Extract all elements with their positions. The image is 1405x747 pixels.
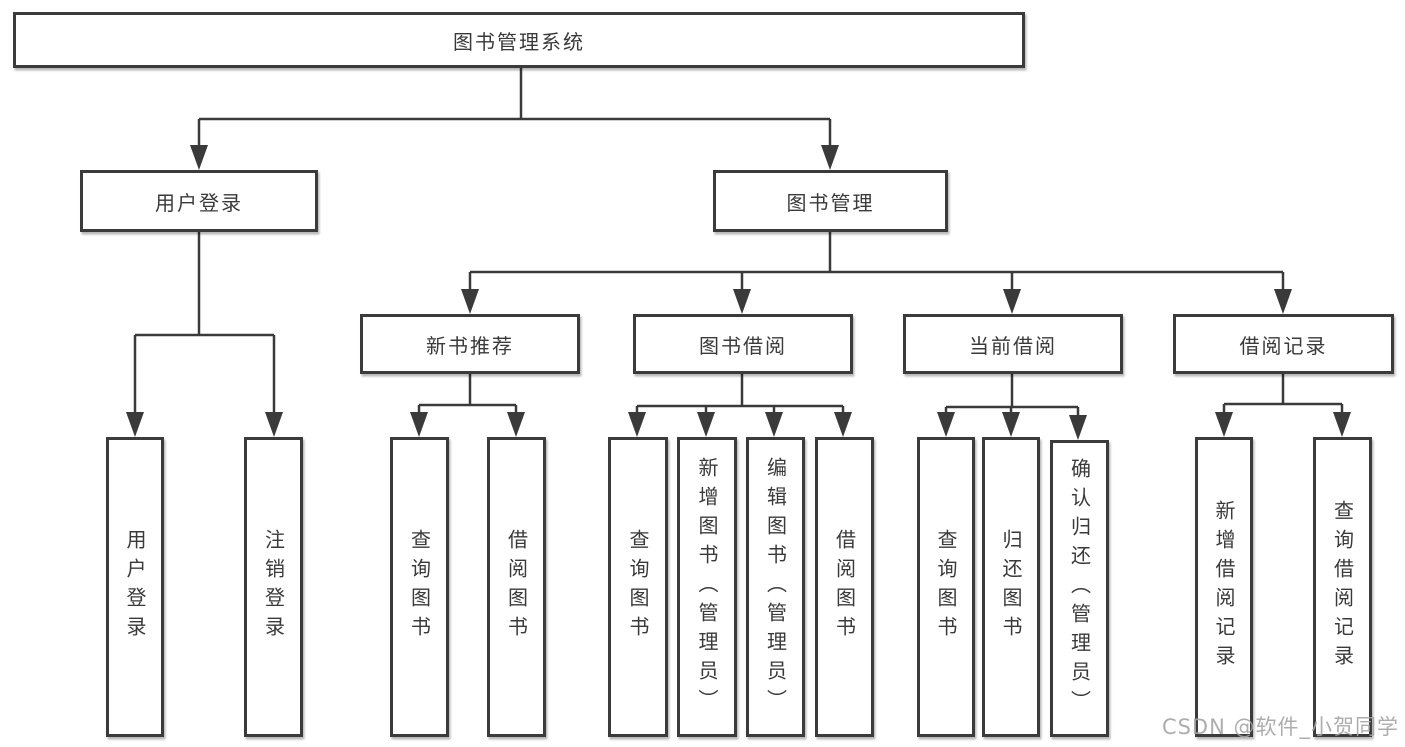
node-label: 注销登录 xyxy=(261,529,286,645)
node-label: 图书管理 xyxy=(786,190,875,215)
node-label: 借阅记录 xyxy=(1239,333,1328,358)
node-label: 借阅图书 xyxy=(504,529,529,645)
node-label: 图书借阅 xyxy=(699,333,787,358)
node-label: 新书推荐 xyxy=(426,333,514,358)
node-user-login: 用户登录 xyxy=(80,170,318,232)
leaf-edit-books-admin: 编辑图书（管理员） xyxy=(746,437,805,737)
leaf-borrow-books-1: 借阅图书 xyxy=(487,437,546,737)
node-label: 确认归还（管理员） xyxy=(1067,458,1092,719)
node-label: 查询图书 xyxy=(626,529,650,645)
leaf-query-books-1: 查询图书 xyxy=(390,437,449,737)
node-book-borrowing: 图书借阅 xyxy=(633,314,853,374)
leaf-add-borrow-record: 新增借阅记录 xyxy=(1195,437,1253,737)
leaf-user-login: 用户登录 xyxy=(106,437,164,737)
node-label: 编辑图书（管理员） xyxy=(763,456,788,718)
node-book-management: 图书管理 xyxy=(713,170,948,232)
leaf-query-books-2: 查询图书 xyxy=(608,437,668,737)
leaf-confirm-return-admin: 确认归还（管理员） xyxy=(1050,440,1109,737)
node-label: 用户登录 xyxy=(123,529,147,645)
node-label: 查询图书 xyxy=(934,529,958,645)
node-borrowing-records: 借阅记录 xyxy=(1173,314,1394,374)
leaf-query-borrow-record: 查询借阅记录 xyxy=(1313,437,1372,737)
node-new-book-recommend: 新书推荐 xyxy=(360,314,580,374)
csdn-watermark: CSDN @软件_小贺同学 xyxy=(1161,715,1399,739)
node-label: 用户登录 xyxy=(155,190,243,215)
leaf-borrow-books-2: 借阅图书 xyxy=(815,437,874,737)
node-label: 查询图书 xyxy=(407,529,432,645)
leaf-add-books-admin: 新增图书（管理员） xyxy=(677,437,737,737)
node-library-management-system: 图书管理系统 xyxy=(13,12,1025,68)
node-label: 图书管理系统 xyxy=(453,29,585,54)
node-label: 新增图书（管理员） xyxy=(695,456,719,718)
node-label: 新增借阅记录 xyxy=(1212,500,1236,674)
node-label: 借阅图书 xyxy=(832,529,857,645)
leaf-logout: 注销登录 xyxy=(244,437,303,737)
leaf-return-books: 归还图书 xyxy=(982,437,1040,737)
node-current-borrowing: 当前借阅 xyxy=(903,314,1123,374)
node-label: 当前借阅 xyxy=(969,333,1057,358)
node-label: 归还图书 xyxy=(999,529,1023,645)
leaf-query-books-3: 查询图书 xyxy=(917,437,975,737)
node-label: 查询借阅记录 xyxy=(1330,500,1355,674)
